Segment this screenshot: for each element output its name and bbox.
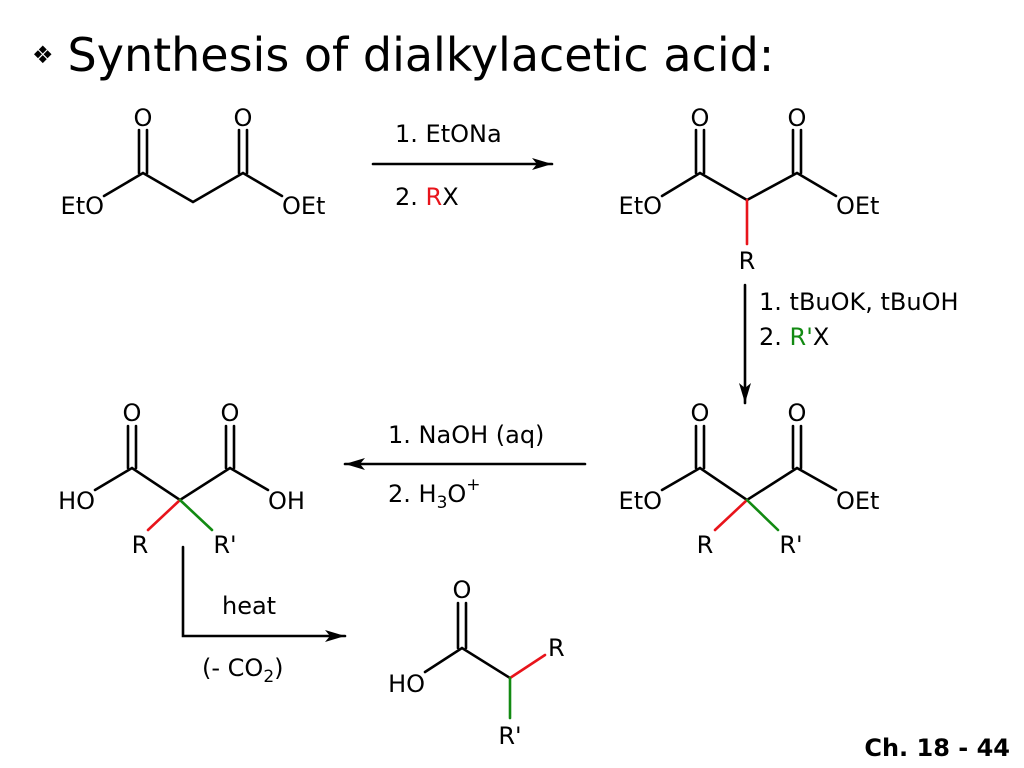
reaction-step-alkylation-1: 1. EtONa 2. RX <box>371 120 554 211</box>
reagent-h3o-plus: 2. H3O+ <box>388 475 481 513</box>
reagent-etona: 1. EtONa <box>395 120 502 148</box>
diamond-bullet-icon: ❖ <box>32 41 54 69</box>
reagent-tbuok-tbuoh: 1. tBuOK, tBuOH <box>759 288 959 316</box>
atom-label-oet: OEt <box>282 192 325 220</box>
atom-label-eto: EtO <box>619 487 662 515</box>
substituent-r-prime: R' <box>498 722 521 750</box>
substituent-r-prime: R' <box>779 531 802 559</box>
reagent-rx: 2. RX <box>395 183 459 211</box>
substituent-r: R <box>697 531 714 559</box>
atom-label-o: O <box>221 399 240 427</box>
atom-label-ho: HO <box>58 487 95 515</box>
reaction-arrow <box>181 545 347 642</box>
reaction-step-alkylation-2: 1. tBuOK, tBuOH 2. R'X <box>739 283 959 405</box>
atom-label-o: O <box>134 104 153 132</box>
molecule-monoalkyl-malonate: O O EtO OEt R <box>619 104 880 275</box>
molecule-diethyl-malonate: O O EtO OEt <box>61 104 326 220</box>
atom-label-o: O <box>234 104 253 132</box>
slide-number: Ch. 18 - 44 <box>864 734 1010 762</box>
reaction-step-hydrolysis: 1. NaOH (aq) 2. H3O+ <box>343 421 587 513</box>
reagent-naoh-aq: 1. NaOH (aq) <box>388 421 544 449</box>
molecule-dialkylmalonic-acid: O O HO OH R R' <box>58 399 305 559</box>
reagent-r-prime-x: 2. R'X <box>759 323 829 351</box>
atom-label-oet: OEt <box>836 192 879 220</box>
molecule-dialkylacetic-acid: O HO R R' <box>388 576 565 750</box>
molecule-dialkyl-malonate: O O EtO OEt R R' <box>619 399 880 559</box>
atom-label-oet: OEt <box>836 487 879 515</box>
atom-label-o: O <box>691 104 710 132</box>
atom-label-oh: OH <box>268 487 305 515</box>
substituent-r-prime: R' <box>213 531 236 559</box>
title-text: Synthesis of dialkylacetic acid: <box>67 28 775 82</box>
atom-label-o: O <box>691 399 710 427</box>
atom-label-o: O <box>123 399 142 427</box>
atom-label-eto: EtO <box>619 192 662 220</box>
atom-label-eto: EtO <box>61 192 104 220</box>
atom-label-ho: HO <box>388 670 425 698</box>
byproduct-co2: (- CO2) <box>202 654 284 687</box>
substituent-r: R <box>548 634 565 662</box>
substituent-r: R <box>739 247 756 275</box>
atom-label-o: O <box>788 104 807 132</box>
slide-title: ❖ Synthesis of dialkylacetic acid: <box>32 28 774 82</box>
condition-heat: heat <box>222 592 276 620</box>
atom-label-o: O <box>453 576 472 604</box>
atom-label-o: O <box>788 399 807 427</box>
reaction-step-decarboxylation: heat (- CO2) <box>181 545 347 687</box>
substituent-r: R <box>132 531 149 559</box>
